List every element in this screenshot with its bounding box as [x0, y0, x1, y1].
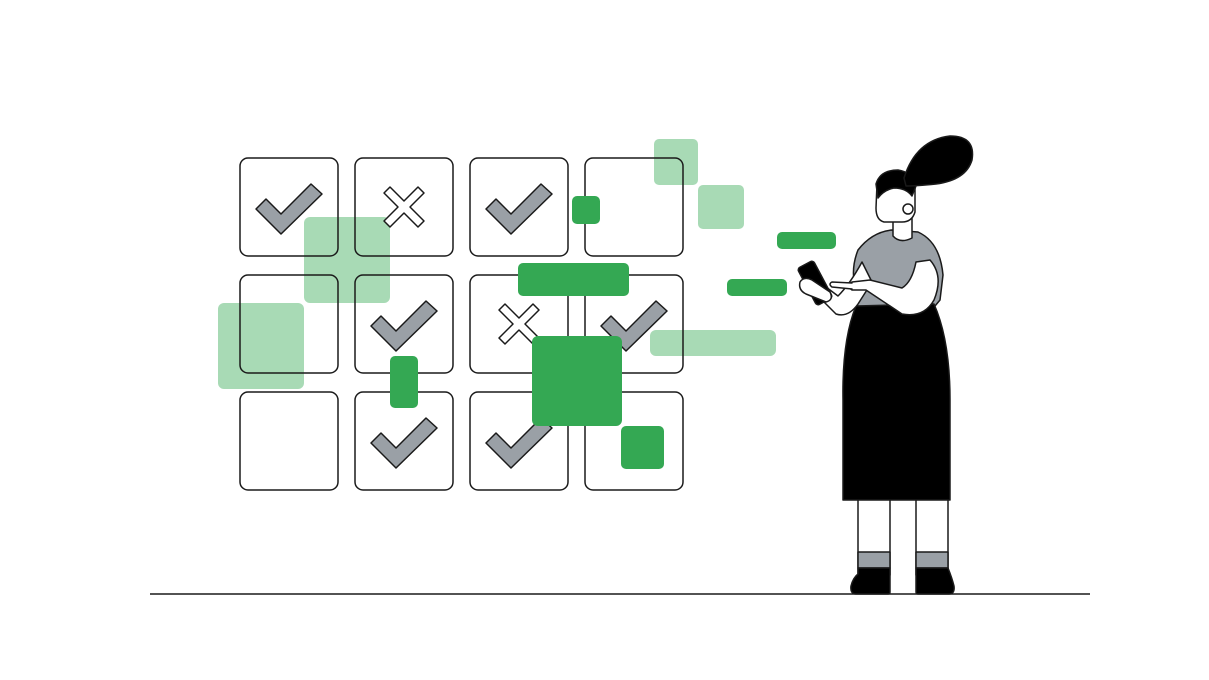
grid-cell-frame: [239, 391, 339, 491]
light-green-block: [654, 139, 698, 185]
earring: [902, 203, 914, 215]
left-shoe: [850, 567, 891, 595]
dark-green-bar: [727, 279, 787, 296]
light-green-block: [698, 185, 744, 229]
left-sock-stripe: [857, 551, 891, 569]
light-green-bar: [650, 330, 776, 356]
woman-figure: [797, 135, 974, 595]
check-icon: [485, 183, 553, 235]
grid-cell-frame: [239, 157, 339, 257]
dark-green-block: [572, 196, 600, 224]
dark-green-block: [532, 336, 622, 426]
skirt: [842, 303, 951, 501]
grid-cell-frame: [584, 391, 684, 491]
grid-cell-frame: [469, 157, 569, 257]
right-arm: [848, 259, 939, 316]
x-icon: [498, 303, 540, 345]
light-green-block: [304, 217, 390, 303]
grid-cell-frame: [239, 274, 339, 374]
grid-cell-frame: [354, 157, 454, 257]
right-sock-stripe: [915, 551, 949, 569]
grid-cell: [469, 157, 569, 257]
left-hand: [798, 277, 833, 303]
right-shoe: [915, 567, 955, 595]
dark-green-bar: [518, 263, 629, 296]
checklist-grid: [239, 157, 684, 491]
dark-green-block: [621, 426, 664, 469]
grid-cell: [239, 391, 339, 491]
x-icon: [383, 186, 425, 228]
pointing-finger: [829, 281, 853, 290]
dark-green-shapes: [390, 196, 836, 469]
grid-cell: [584, 391, 684, 491]
grid-cell-frame: [584, 274, 684, 374]
grid-cell: [239, 157, 339, 257]
grid-cell: [354, 157, 454, 257]
light-green-block: [218, 303, 304, 389]
light-green-shapes: [218, 139, 776, 389]
check-icon: [370, 300, 438, 352]
dark-green-bar: [390, 356, 418, 408]
dark-green-bar: [777, 232, 836, 249]
grid-cell-frame: [469, 391, 569, 491]
check-icon: [370, 417, 438, 469]
ponytail: [903, 135, 974, 187]
grid-cell: [239, 274, 339, 374]
check-icon: [255, 183, 323, 235]
